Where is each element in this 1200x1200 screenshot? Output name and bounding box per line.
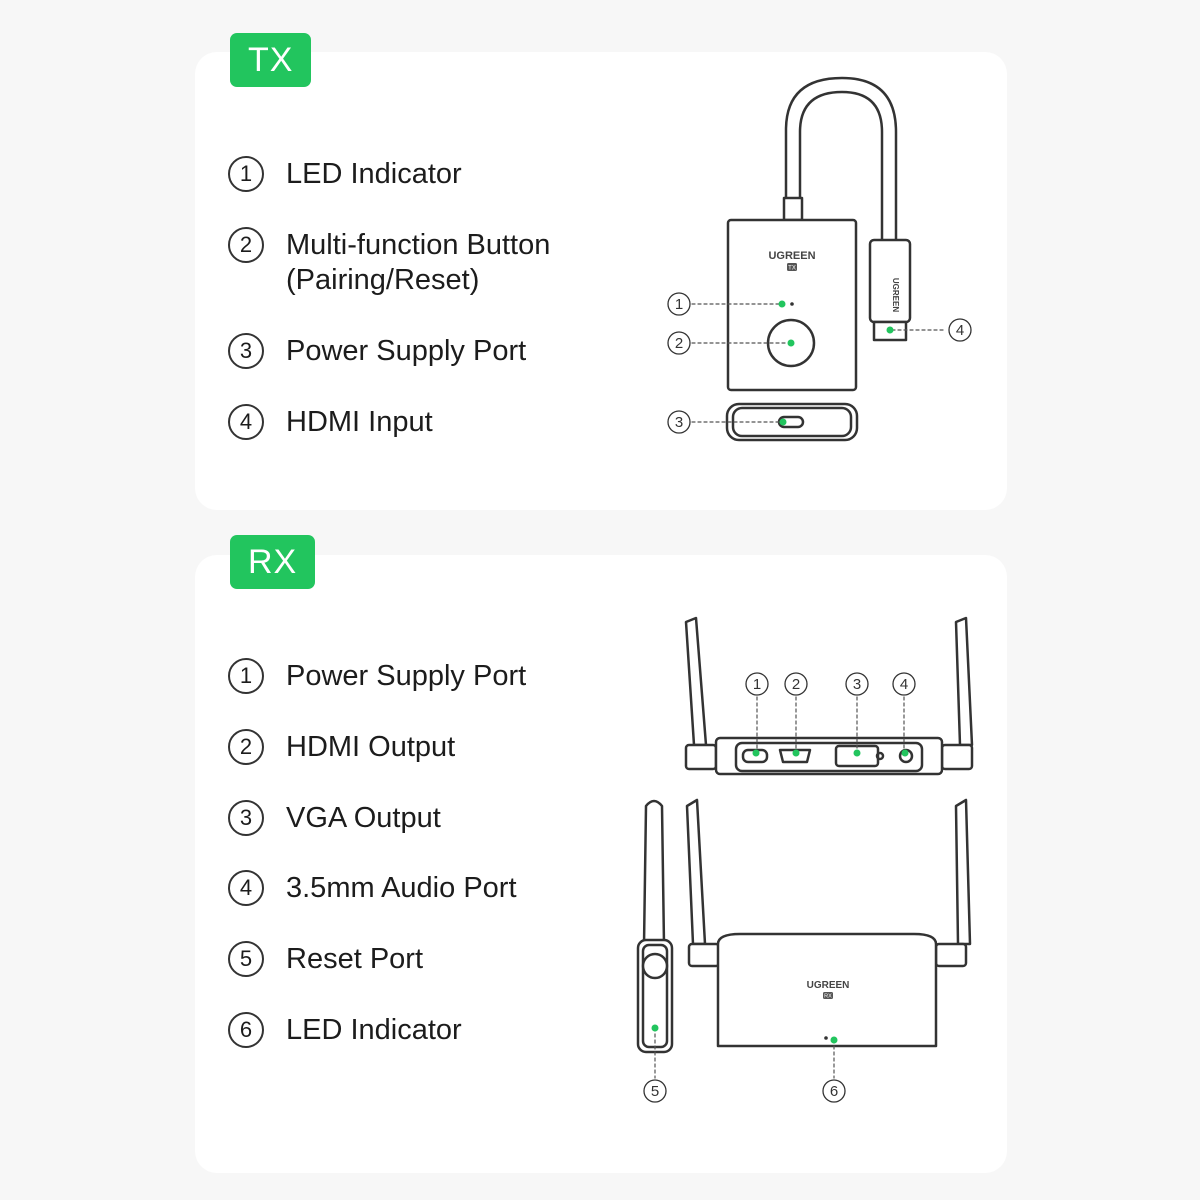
rx-feature-number: 6 — [228, 1012, 264, 1048]
svg-text:6: 6 — [830, 1083, 838, 1100]
tx-feature-label: Multi-function Button (Pairing/Reset) — [286, 229, 551, 296]
rx-feature-label: 3.5mm Audio Port — [286, 872, 517, 904]
rx-badge: RX — [230, 535, 316, 589]
rx-feature-label: VGA Output — [286, 802, 441, 834]
tx-feature-label: HDMI Input — [286, 406, 433, 438]
tx-hdmi-cable — [782, 76, 898, 242]
rx-feature-led-indicator: 6 LED Indicator — [228, 1012, 462, 1048]
tx-feature-power-supply-port: 3 Power Supply Port — [228, 333, 527, 369]
tx-callout-2: 2 — [667, 331, 691, 355]
rx-callout-2: 2 — [784, 672, 808, 696]
rx-feature-label: Power Supply Port — [286, 660, 527, 692]
rx-feature-label: LED Indicator — [286, 1014, 462, 1046]
rx-feature-label: HDMI Output — [286, 731, 456, 763]
svg-text:4: 4 — [956, 322, 964, 339]
rx-callout-4: 4 — [892, 672, 916, 696]
rx-brand-text: UGREEN — [807, 980, 850, 991]
svg-text:1: 1 — [675, 296, 683, 313]
rx-feature-hdmi-output: 2 HDMI Output — [228, 729, 456, 765]
rx-feature-audio-port: 4 3.5mm Audio Port — [228, 870, 517, 906]
rx-callout-3: 3 — [845, 672, 869, 696]
tx-callout-4: 4 — [948, 318, 972, 342]
rx-front-view — [685, 798, 972, 1048]
tx-plug-text: UGREEN — [891, 278, 900, 312]
rx-feature-number: 3 — [228, 800, 264, 836]
tx-feature-led-indicator: 1 LED Indicator — [228, 156, 462, 192]
tx-sub-text: TX — [788, 266, 796, 272]
rx-feature-number: 5 — [228, 941, 264, 977]
rx-feature-vga-output: 3 VGA Output — [228, 800, 441, 836]
tx-feature-label: Power Supply Port — [286, 335, 527, 367]
rx-feature-number: 4 — [228, 870, 264, 906]
rx-rear-view — [684, 616, 974, 776]
tx-feature-multifunction-button: 2 Multi-function Button (Pairing/Reset) — [228, 227, 551, 298]
rx-callout-6: 6 — [822, 1079, 846, 1103]
tx-hdmi-plug — [868, 238, 912, 342]
tx-callout-1: 1 — [667, 292, 691, 316]
svg-text:4: 4 — [900, 676, 908, 693]
rx-feature-label: Reset Port — [286, 943, 423, 975]
rx-callout-1: 1 — [745, 672, 769, 696]
rx-hdmi-port — [778, 748, 812, 764]
tx-feature-number: 4 — [228, 404, 264, 440]
rx-side-view — [636, 799, 674, 1054]
rx-callout-5: 5 — [643, 1079, 667, 1103]
tx-brand-text: UGREEN — [768, 250, 815, 262]
svg-text:2: 2 — [792, 676, 800, 693]
tx-badge: TX — [230, 33, 312, 87]
tx-feature-number: 1 — [228, 156, 264, 192]
svg-text:3: 3 — [853, 676, 861, 693]
tx-callout-3: 3 — [667, 410, 691, 434]
svg-text:3: 3 — [675, 414, 683, 431]
svg-text:5: 5 — [651, 1083, 659, 1100]
tx-feature-number: 2 — [228, 227, 264, 263]
tx-feature-label: LED Indicator — [286, 158, 462, 190]
tx-feature-number: 3 — [228, 333, 264, 369]
rx-sub-text: RX — [824, 994, 832, 1000]
tx-feature-hdmi-input: 4 HDMI Input — [228, 404, 433, 440]
rx-feature-number: 1 — [228, 658, 264, 694]
rx-feature-reset-port: 5 Reset Port — [228, 941, 423, 977]
svg-text:2: 2 — [675, 335, 683, 352]
rx-feature-number: 2 — [228, 729, 264, 765]
svg-text:1: 1 — [753, 676, 761, 693]
rx-card — [195, 555, 1007, 1173]
rx-feature-power-supply-port: 1 Power Supply Port — [228, 658, 527, 694]
